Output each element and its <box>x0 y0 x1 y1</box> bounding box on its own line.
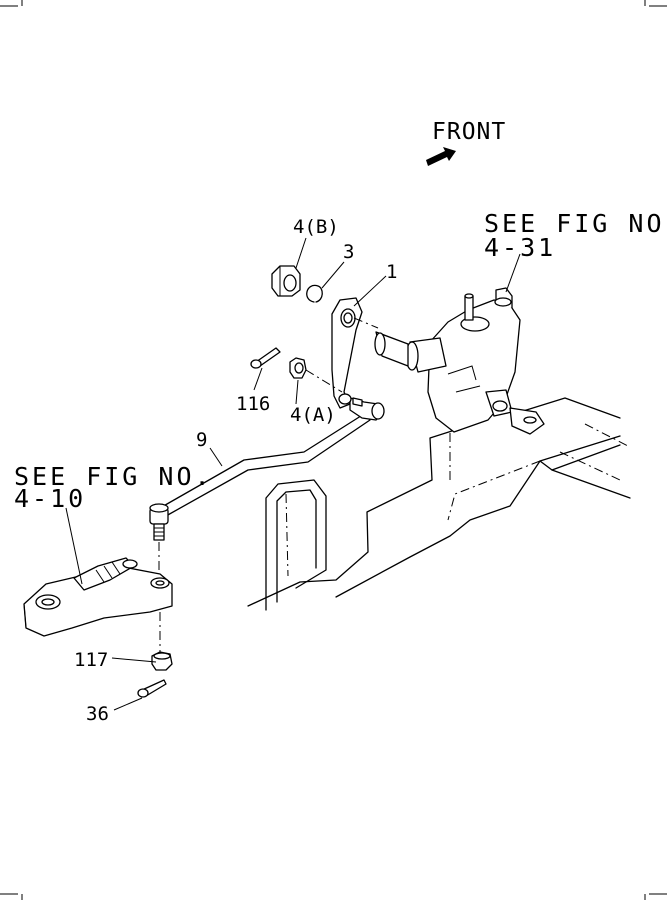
see-fig-right-line1: SEE FIG NO. <box>484 209 667 238</box>
nut-117 <box>151 651 173 671</box>
knuckle-arm-assembly <box>23 557 173 652</box>
lock-washer-3 <box>306 284 323 303</box>
callout-3: 3 <box>343 241 354 263</box>
vehicle-frame <box>247 397 631 611</box>
cotter-pin-36 <box>137 679 167 698</box>
pitman-arm <box>331 297 379 409</box>
callout-4b: 4(B) <box>293 216 339 238</box>
callout-36: 36 <box>86 703 109 725</box>
see-fig-left-line1: SEE FIG NO. <box>14 462 213 491</box>
nut-4a <box>289 357 343 393</box>
callout-9: 9 <box>196 429 207 451</box>
see-fig-right-line2: 4-31 <box>484 233 556 262</box>
drag-link-rod <box>149 393 385 576</box>
callout-1: 1 <box>386 261 397 283</box>
nut-4b <box>271 265 301 297</box>
front-arrow-icon <box>426 147 456 166</box>
leader-lines <box>65 237 521 711</box>
steering-gear-box <box>374 287 545 435</box>
callout-117: 117 <box>74 649 108 671</box>
cotter-pin-116 <box>250 347 281 369</box>
see-fig-left-line2: 4-10 <box>14 484 86 513</box>
front-label: FRONT <box>432 119 506 145</box>
callout-116: 116 <box>236 393 270 415</box>
callout-4a: 4(A) <box>290 404 336 426</box>
